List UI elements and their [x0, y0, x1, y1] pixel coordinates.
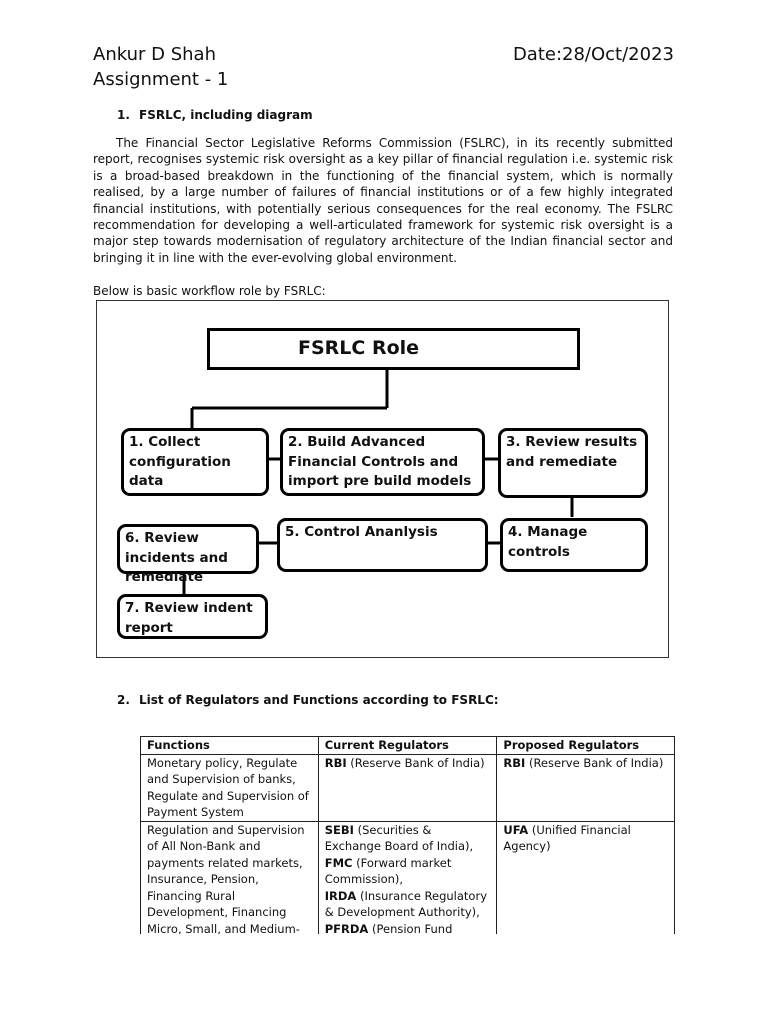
step-7-box: 7. Review indent report — [117, 594, 268, 639]
diagram-connectors — [182, 369, 574, 595]
section2-heading: List of Regulators and Functions accordi… — [139, 693, 499, 707]
section1-heading: FSRLC, including diagram — [139, 108, 313, 122]
row2-current: SEBI (Securities & Exchange Board of Ind… — [317, 820, 498, 938]
step-6-box: 6. Review incidents and remediate — [117, 524, 259, 585]
regulator-abbr: IRDA — [324, 888, 357, 903]
diagram-title: FSRLC Role — [207, 328, 580, 370]
workflow-intro: Below is basic workflow role by FSRLC: — [93, 284, 326, 298]
header-functions: Functions — [140, 736, 319, 755]
assignment-title: Assignment - 1 — [93, 69, 229, 90]
row2-proposed: UFA (Unified Financial Agency) — [496, 820, 675, 938]
regulator-name: (Forward market Commission), — [324, 855, 452, 887]
regulator-name: (Reserve Bank of India) — [525, 755, 664, 770]
section2-number: 2. — [117, 693, 130, 707]
regulator-abbr: PFRDA — [324, 921, 369, 936]
document-date: Date:28/Oct/2023 — [512, 44, 674, 65]
regulator-abbr: FMC — [324, 855, 353, 870]
regulator-name: (Unified Financial Agency) — [503, 822, 631, 854]
regulator-abbr: RBI — [503, 755, 526, 770]
step-2-box: 2. Build Advanced Financial Controls and… — [280, 428, 485, 496]
regulator-abbr: SEBI — [324, 822, 354, 837]
header-current-regulators: Current Regulators — [317, 736, 498, 755]
row1-current: RBI (Reserve Bank of India) — [317, 753, 498, 822]
regulator-name: (Securities & Exchange Board of India), — [324, 822, 474, 854]
section1-paragraph: The Financial Sector Legislative Reforms… — [93, 135, 673, 266]
workflow-diagram: FSRLC Role 1. Collect configuration data… — [96, 300, 669, 658]
step-4-box: 4. Manage controls — [500, 518, 648, 572]
row2-functions: Regulation and Supervision of All Non-Ba… — [140, 820, 319, 938]
regulator-abbr: UFA — [503, 822, 529, 837]
step-5-box: 5. Control Ananlysis — [277, 518, 488, 572]
header-proposed-regulators: Proposed Regulators — [496, 736, 675, 755]
regulators-table: Functions Current Regulators Proposed Re… — [140, 736, 675, 938]
page-bottom-margin — [0, 934, 768, 1024]
regulator-name: (Pension Fund — [368, 921, 453, 936]
regulator-abbr: RBI — [324, 755, 347, 770]
section1-number: 1. — [117, 108, 130, 122]
regulator-name: (Reserve Bank of India) — [346, 755, 485, 770]
row1-functions: Monetary policy, Regulate and Supervisio… — [140, 753, 319, 822]
table-row: Regulation and Supervision of All Non-Ba… — [140, 820, 675, 938]
regulator-name: (Insurance Regulatory & Development Auth… — [324, 888, 488, 920]
step-1-box: 1. Collect configuration data — [121, 428, 269, 496]
table-header-row: Functions Current Regulators Proposed Re… — [140, 736, 675, 755]
row1-proposed: RBI (Reserve Bank of India) — [496, 753, 675, 822]
step-3-box: 3. Review results and remediate — [498, 428, 648, 498]
author-name: Ankur D Shah — [93, 44, 216, 65]
paragraph-text: The Financial Sector Legislative Reforms… — [93, 136, 673, 265]
table-row: Monetary policy, Regulate and Supervisio… — [140, 753, 675, 822]
